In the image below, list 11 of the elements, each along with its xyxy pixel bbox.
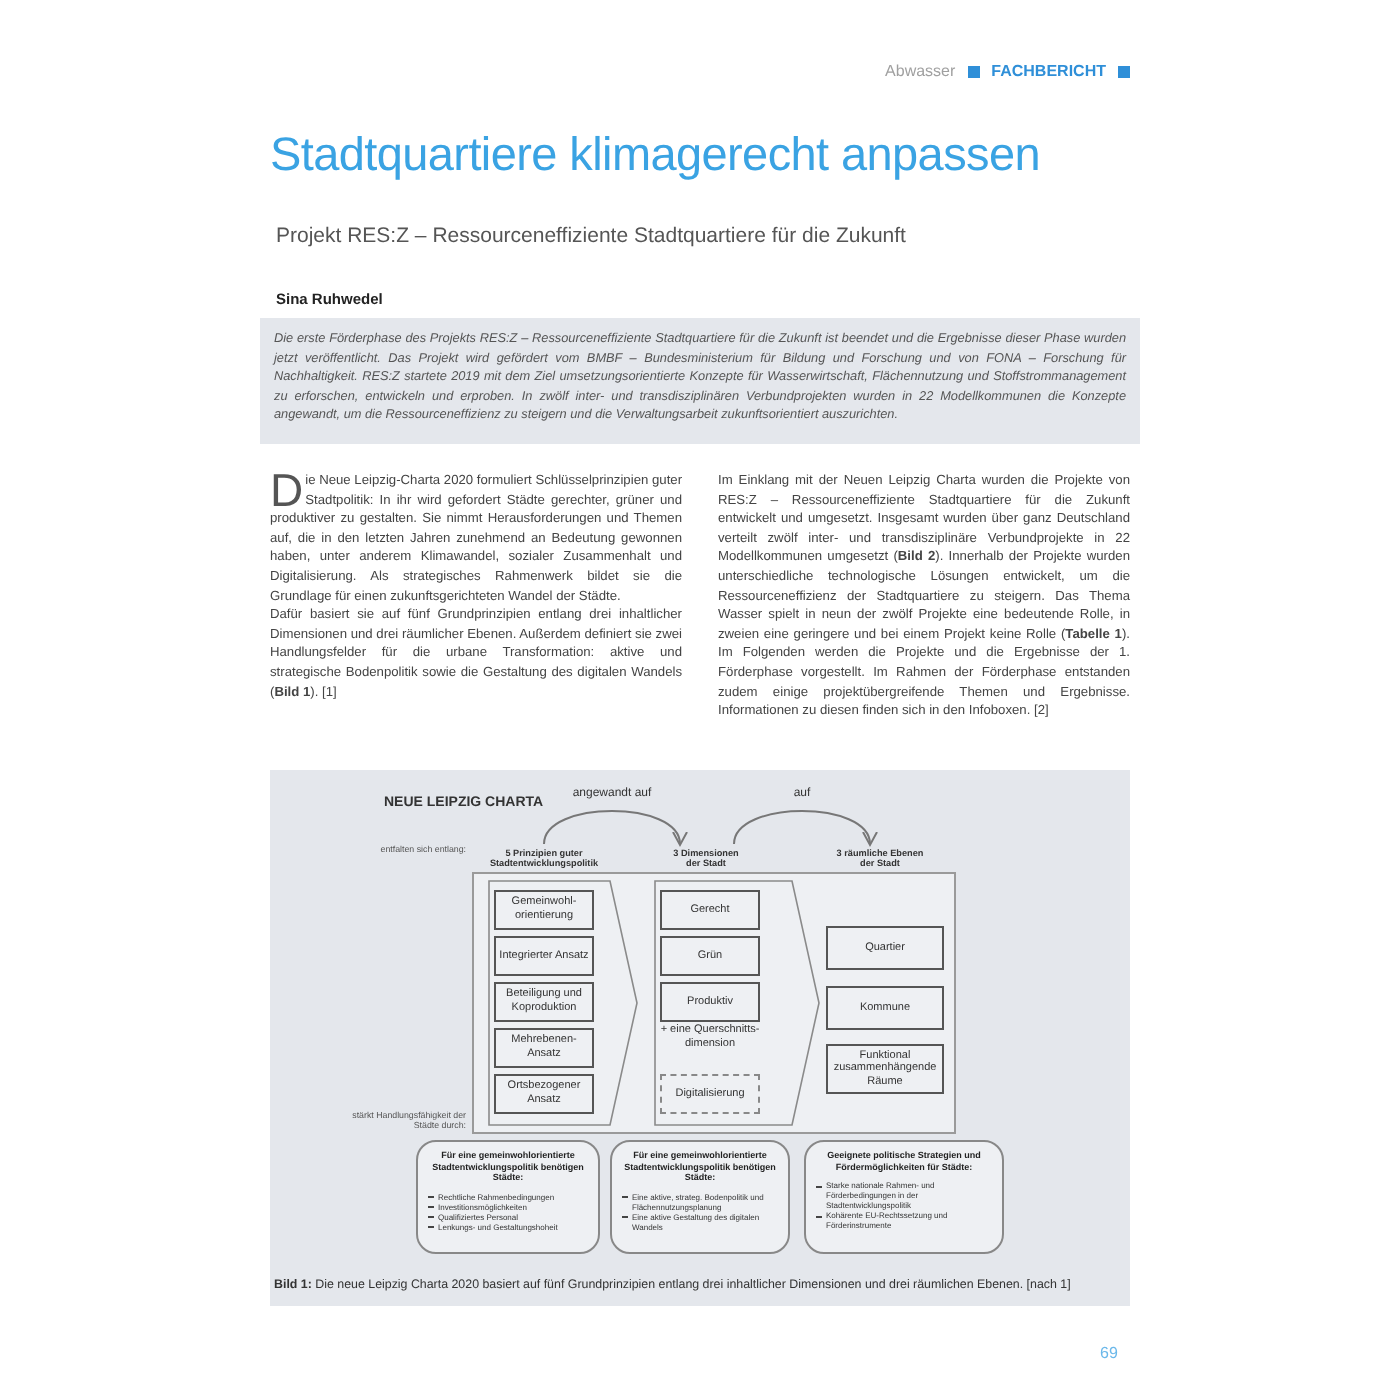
- rounded-box: [610, 1140, 790, 1254]
- curved-arrow: [733, 810, 875, 846]
- curved-arrow: [543, 810, 685, 846]
- subtitle: Projekt RES:Z – Ressourceneffiziente Stadtquartiere für die Zukunft: [276, 222, 906, 252]
- rounded-box: [804, 1140, 1004, 1254]
- rounded-box: [416, 1140, 600, 1254]
- page-title: Stadtquartiere klimagerecht anpassen: [270, 126, 1041, 184]
- frame-box: [472, 872, 956, 1134]
- section-label: Abwasser: [885, 60, 956, 84]
- page-number: 69: [1100, 1342, 1118, 1366]
- section-label: FACHBERICHT: [991, 60, 1106, 84]
